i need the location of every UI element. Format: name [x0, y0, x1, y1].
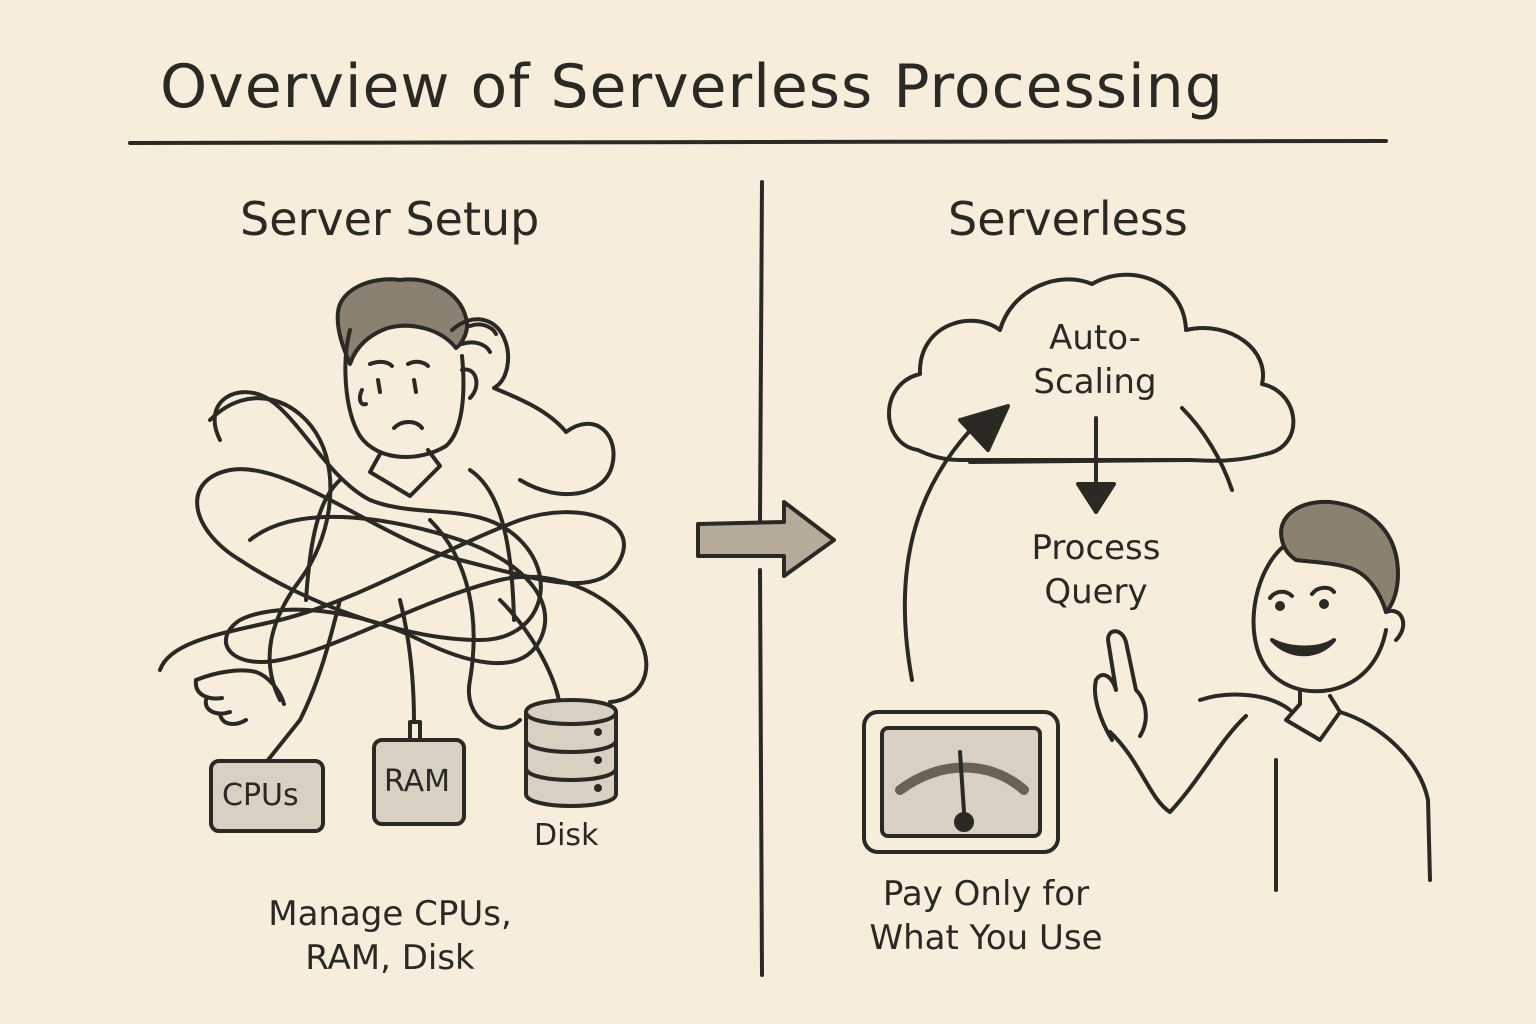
stressed-person-illustration: [158, 277, 649, 762]
process-query-line1: Process: [1031, 528, 1161, 568]
cloud-label-line1: Auto-: [1049, 318, 1141, 358]
center-divider: [758, 180, 764, 977]
left-caption: Manage CPUs, RAM, Disk: [220, 892, 560, 980]
transition-arrow: [696, 500, 836, 578]
process-query-line2: Query: [1044, 572, 1148, 612]
ram-label: RAM: [384, 764, 451, 799]
left-caption-line2: RAM, Disk: [305, 938, 475, 978]
tangled-cables: [158, 390, 626, 672]
meter-caption-line2: What You Use: [869, 918, 1103, 958]
process-query-label: Process Query: [1006, 526, 1186, 614]
usage-meter-icon: [862, 710, 1060, 854]
meter-caption: Pay Only for What You Use: [836, 872, 1136, 960]
cloud-label: Auto- Scaling: [1000, 316, 1190, 404]
cpus-box: [209, 759, 325, 833]
meter-caption-line1: Pay Only for: [882, 874, 1090, 914]
serverless-heading: Serverless: [948, 192, 1188, 246]
cloud-label-line2: Scaling: [1033, 362, 1157, 402]
cpus-label: CPUs: [222, 778, 299, 813]
title-underline: [128, 139, 1388, 145]
disk-icon: [524, 698, 618, 808]
disk-label: Disk: [534, 818, 599, 853]
server-setup-heading: Server Setup: [240, 192, 540, 246]
happy-person-illustration: [1093, 499, 1432, 892]
page-title: Overview of Serverless Processing: [160, 52, 1224, 122]
left-caption-line1: Manage CPUs,: [268, 894, 512, 934]
scale-arrow: [902, 418, 982, 682]
